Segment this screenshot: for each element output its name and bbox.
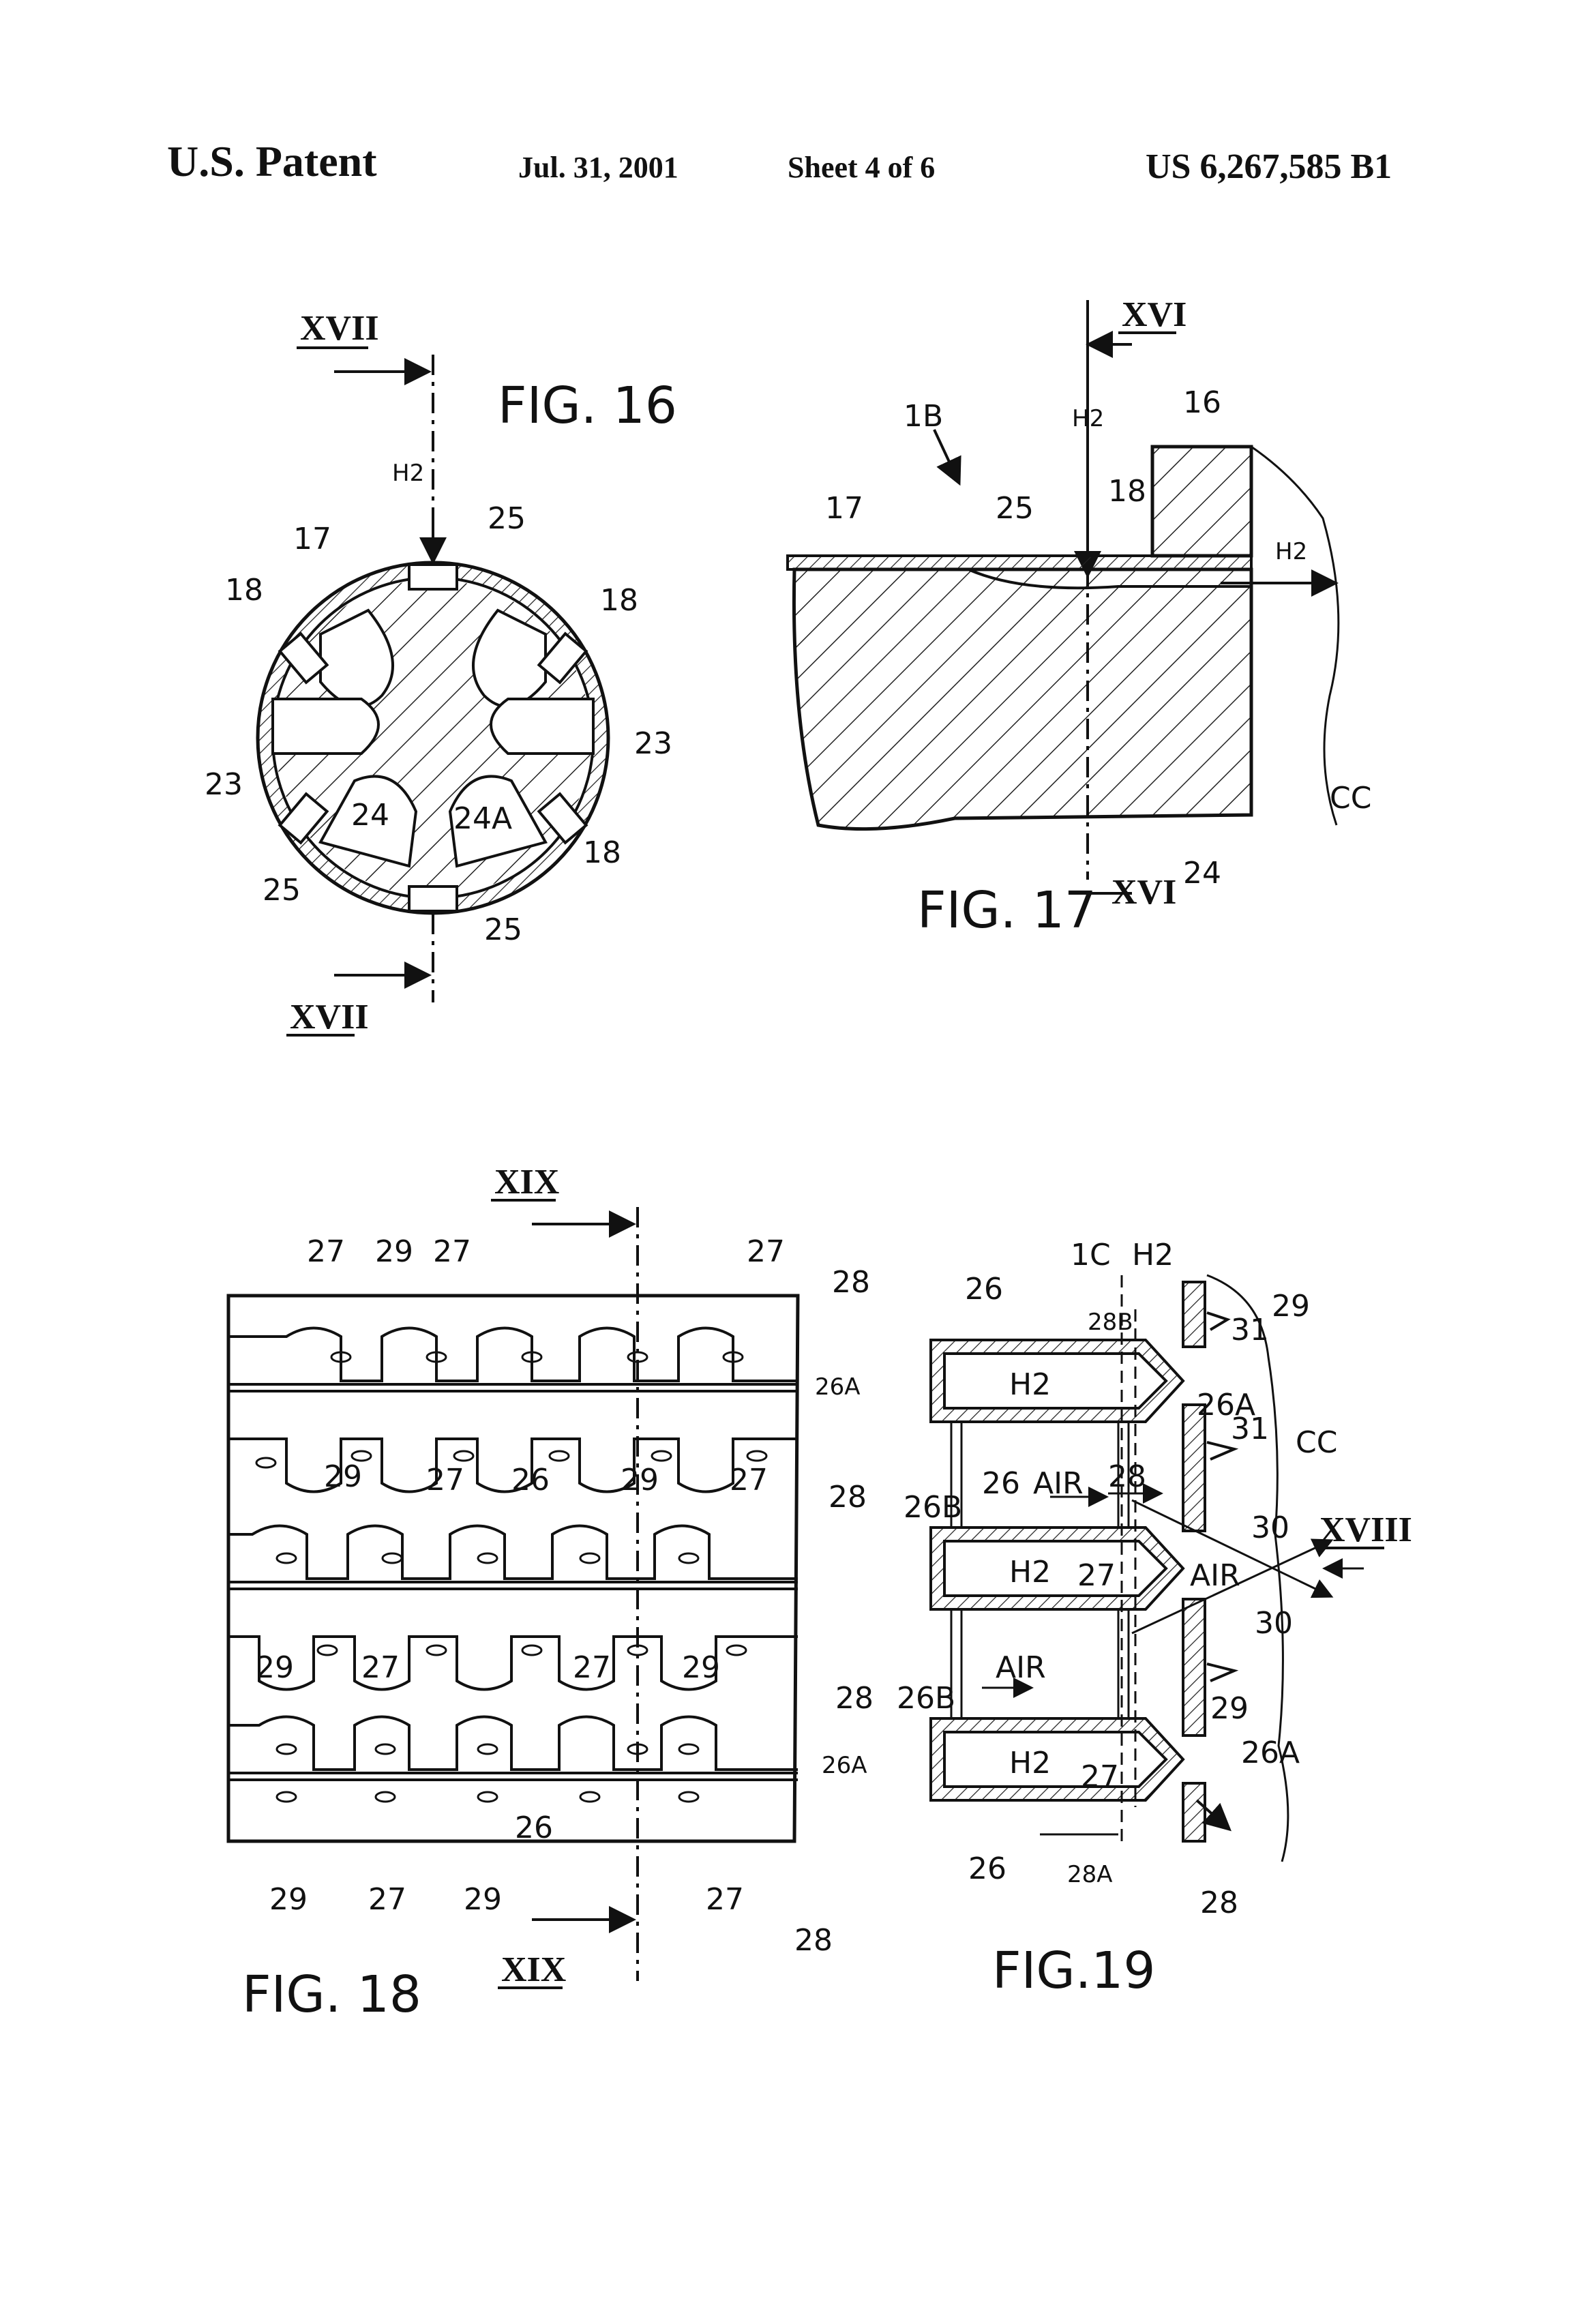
fig18-label-27a: 27	[307, 1234, 345, 1269]
fig18-label-26a-2: 26A	[822, 1752, 867, 1779]
fig19-label-29b: 29	[1210, 1691, 1249, 1726]
fig18-label-29f: 29	[269, 1882, 308, 1917]
fig18-label-29e: 29	[682, 1650, 720, 1685]
fig18-label-27h: 27	[368, 1882, 406, 1917]
fig18-section-top: XIX	[494, 1163, 559, 1202]
fig16-label-24a: 24A	[453, 801, 512, 836]
fig17-flow-top: H2	[1072, 405, 1104, 432]
fig17-label-25: 25	[996, 491, 1034, 526]
fig18-label-28b: 28	[829, 1480, 867, 1515]
fig19-label-28a: 28A	[1067, 1861, 1113, 1888]
fig19-label-air-2: AIR	[1190, 1558, 1240, 1593]
fig18-label-28c: 28	[835, 1681, 874, 1716]
fig17-flow-side: H2	[1275, 538, 1307, 565]
fig16-flow-label: H2	[392, 460, 424, 487]
fig17-section-bottom: XVI	[1111, 873, 1176, 912]
fig18-label-29c: 29	[621, 1463, 659, 1498]
fig17-caption: FIG. 17	[917, 881, 1096, 940]
fig16-section-top: XVII	[300, 309, 379, 348]
fig18-label-29a: 29	[375, 1234, 413, 1269]
fig16-label-23b: 23	[205, 767, 243, 802]
fig19-chamber-3: H2	[1009, 1746, 1051, 1781]
fig17-section-top: XVI	[1122, 295, 1186, 334]
fig19-label-30a: 30	[1251, 1510, 1289, 1545]
fig18-label-26-1: 26	[511, 1463, 550, 1498]
fig19-label-air-3: AIR	[996, 1650, 1046, 1685]
fig18-caption: FIG. 18	[242, 1965, 421, 2024]
fig19-label-28: 28	[1108, 1459, 1146, 1494]
fig18-label-27c: 27	[747, 1234, 785, 1269]
fig16-label-24: 24	[351, 798, 389, 833]
fig18-label-26-2: 26	[515, 1811, 553, 1845]
fig18-label-27f: 27	[361, 1650, 400, 1685]
fig18-label-27i: 27	[706, 1882, 744, 1917]
fig18-label-27e: 27	[730, 1463, 768, 1498]
fig19-label-air-1: AIR	[1033, 1466, 1084, 1501]
fig19-label-26b: 26	[982, 1466, 1020, 1501]
fig17-label-18: 18	[1108, 474, 1146, 509]
fig16-label-18c: 18	[583, 835, 621, 870]
fig19: 1C H2 26 28B 31 29 26A CC 31 26B 26 AIR …	[897, 1238, 1412, 2000]
fig19-label-26a: 26	[965, 1272, 1003, 1307]
fig16-label-18b: 18	[600, 583, 638, 618]
fig17-label-17: 17	[825, 491, 863, 526]
fig19-label-1c: 1C	[1071, 1238, 1111, 1272]
fig17-label-1b: 1B	[904, 399, 943, 434]
fig19-label-26a-2: 26A	[1241, 1735, 1300, 1770]
fig19-label-29a: 29	[1272, 1289, 1310, 1324]
fig18-label-29g: 29	[464, 1882, 502, 1917]
fig18-label-29b: 29	[324, 1459, 362, 1494]
fig17-label-16: 16	[1183, 385, 1221, 420]
fig19-label-27b: 27	[1081, 1759, 1119, 1794]
fig19-label-cc: CC	[1296, 1425, 1337, 1460]
fig19-section: XVIII	[1319, 1510, 1412, 1549]
fig17-label-cc: CC	[1330, 781, 1371, 816]
fig16-label-25b: 25	[263, 873, 301, 908]
fig19-label-26b-1: 26B	[904, 1490, 962, 1525]
fig16-label-25a: 25	[488, 501, 526, 536]
fig18-label-26a-1: 26A	[815, 1373, 861, 1401]
fig19-caption: FIG.19	[992, 1941, 1155, 2000]
fig19-chamber-1: H2	[1009, 1367, 1051, 1402]
fig16-label-23a: 23	[634, 726, 672, 761]
fig16-section-bottom: XVII	[290, 998, 369, 1037]
fig19-label-26b-2: 26B	[897, 1681, 955, 1716]
fig16-caption: FIG. 16	[498, 376, 677, 435]
fig16-label-18a: 18	[225, 573, 263, 608]
fig17: XVI H2 1B 16 H2 17 18 24 25 CC FIG. 17 X…	[788, 295, 1371, 940]
fig18: XIX 27 29 27 27 28 26A	[228, 1163, 874, 2024]
fig19-label-26c: 26	[968, 1851, 1006, 1886]
fig18-label-27d: 27	[426, 1463, 464, 1498]
fig19-chamber-2: H2	[1009, 1555, 1051, 1590]
fig19-label-28b: 28B	[1088, 1309, 1133, 1336]
fig19-label-30b: 30	[1255, 1606, 1293, 1641]
fig18-label-28d: 28	[794, 1923, 833, 1958]
fig19-label-31a: 31	[1231, 1313, 1269, 1347]
fig19-label-31b: 31	[1231, 1412, 1269, 1446]
fig16: XVII H2 FIG. 16 17 18 18 18 23 23 24 24A	[205, 309, 677, 1037]
fig18-label-27g: 27	[573, 1650, 611, 1685]
fig16-label-25c: 25	[484, 912, 522, 947]
fig19-label-27a: 27	[1077, 1558, 1116, 1593]
fig18-section-bottom: XIX	[501, 1950, 566, 1989]
fig19-label-h2-top: H2	[1132, 1238, 1174, 1272]
fig19-label-28d: 28	[1200, 1886, 1238, 1920]
fig16-label-17: 17	[293, 522, 331, 556]
fig17-label-24: 24	[1183, 856, 1221, 891]
fig18-label-29d: 29	[256, 1650, 294, 1685]
fig18-label-27b: 27	[433, 1234, 471, 1269]
fig18-label-28a: 28	[832, 1265, 870, 1300]
